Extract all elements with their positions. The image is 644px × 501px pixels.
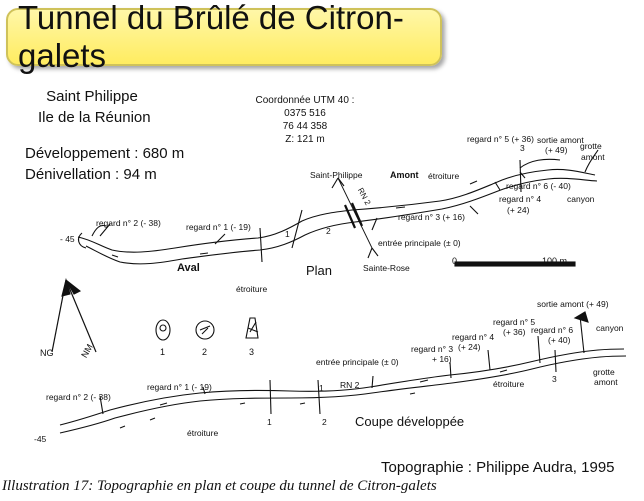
location-line2: Ile de la Réunion [38,109,151,126]
plan-regard-6: regard n° 6 (- 40) [506,181,571,191]
coupe-regard-3-depth: + 16) [432,354,452,364]
denivellation-stat: Dénivellation : 94 m [25,166,157,183]
coupe-regard-4: regard n° 4 [452,332,495,342]
plan-sortie-amont: sortie amont [537,135,584,145]
coupe-regard-5-depth: (+ 36) [503,327,526,337]
page-title: Tunnel du Brûlé de Citron-galets [18,0,404,74]
plan-etroiture-2: étroiture [428,171,460,181]
section-2-shape [195,320,215,340]
section-1-label: 1 [160,347,166,357]
coordinates-block: Coordonnée UTM 40 : 0375 516 76 44 358 Z… [245,94,365,146]
plan-section-3: 3 [520,143,525,153]
coupe-grotte-amont: amont [594,377,618,387]
plan-saint-philippe: Saint-Philippe [310,170,363,180]
coupe-sortie-amont: sortie amont (+ 49) [537,299,609,309]
coupe-entree: entrée principale (± 0) [316,357,399,367]
coupe-section-3: 3 [552,374,557,384]
coupe-regard-3: regard n° 3 [411,344,454,354]
plan-canyon: canyon [567,194,595,204]
coord-line1: 0375 516 [284,108,326,119]
location-line1: Saint Philippe [46,88,138,105]
plan-sainte-rose: Sainte-Rose [363,263,410,273]
plan-regard-4: regard n° 4 [499,194,542,204]
development-stat: Développement : 680 m [25,145,185,162]
plan-regard-1: regard n° 1 (- 19) [186,222,251,232]
plan-sortie-amont-depth: (+ 49) [545,145,568,155]
plan-title: Plan [306,263,333,278]
plan-amont-label: Amont [390,170,419,180]
plan-depth-45: - 45 [60,234,75,244]
scale-zero: 0 [452,256,458,266]
coupe-cave-roof [59,348,625,426]
plan-section-2: 2 [326,226,331,236]
coupe-regard-2: regard n° 2 (- 38) [46,392,111,402]
stats-block: Développement : 680 m Dénivellation : 94… [25,143,184,185]
plan-regard-4-depth: (+ 24) [507,205,530,215]
plan-regard-5: regard n° 5 (+ 36) [467,134,534,144]
plan-cave-wall-upper [77,168,596,253]
plan-section-1: 1 [285,229,290,239]
location-block: Saint Philippe Ile de la Réunion [38,86,151,128]
scale-100m: 100 m [542,256,568,266]
plan-etroiture-1: étroiture [236,284,268,294]
coupe-section-1: 1 [267,417,272,427]
section-3-shape [245,317,259,339]
caption: Illustration 17: Topographie en plan et … [2,478,437,494]
plan-grotte: grotte [580,141,602,151]
coupe-regard-1: regard n° 1 (- 19) [147,382,212,392]
credit: Topographie : Philippe Audra, 1995 [381,459,615,476]
coupe-rn2: RN 2 [340,380,360,390]
section-3-label: 3 [249,347,255,357]
coupe-depth-45: -45 [34,434,47,444]
section-1-shape [155,319,171,341]
coupe-canyon: canyon [596,323,624,333]
coupe-etroiture-1: étroiture [187,428,219,438]
coupe-regard-6-depth: (+ 40) [548,335,571,345]
coupe-cave-floor [59,355,627,434]
plan-regard-3: regard n° 3 (+ 16) [398,212,465,222]
plan-aval-label: Aval [177,262,200,274]
north-grid-label: NG [40,348,54,358]
coupe-regard-6: regard n° 6 [531,325,574,335]
section-2-label: 2 [202,347,208,357]
coord-header: Coordonnée UTM 40 : [255,95,355,106]
coord-line2: 76 44 358 [282,121,328,132]
coupe-etroiture-2: étroiture [493,379,525,389]
coupe-regard-4-depth: (+ 24) [458,342,481,352]
coupe-grotte: grotte [593,367,615,377]
plan-regard-2: regard n° 2 (- 38) [96,218,161,228]
coupe-section-2: 2 [322,417,327,427]
coord-line3: Z: 121 m [285,134,325,145]
plan-grotte-amont: amont [581,152,605,162]
coupe-regard-5: regard n° 5 [493,317,536,327]
plan-cave-wall-lower [85,177,598,265]
coupe-title: Coupe développée [355,414,465,429]
plan-entree: entrée principale (± 0) [378,238,461,248]
coupe-section-1b: 1 [319,383,324,393]
title-banner: Tunnel du Brûlé de Citron-galets [6,0,442,74]
